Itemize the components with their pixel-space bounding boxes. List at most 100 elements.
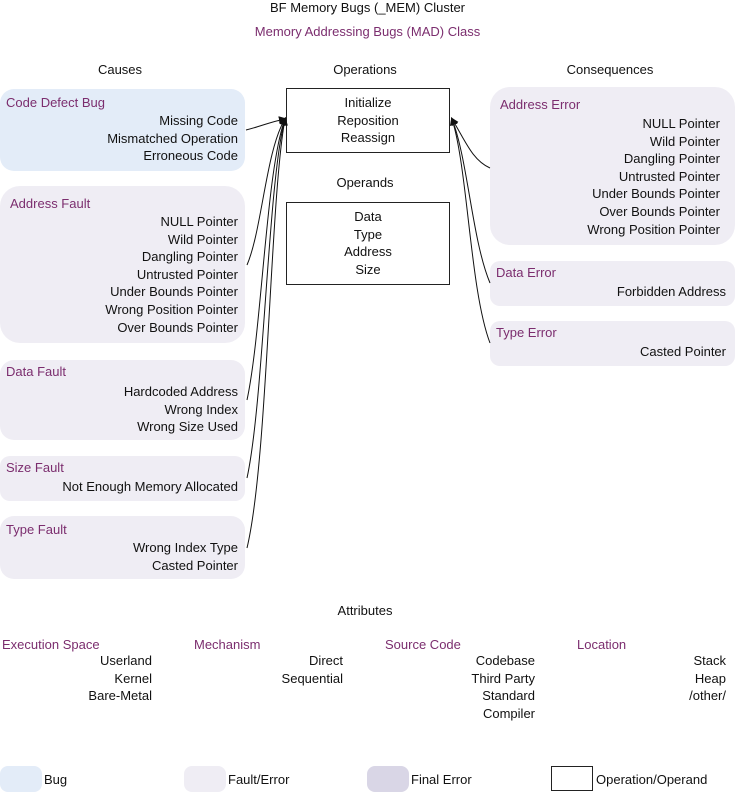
attribute-item: Stack xyxy=(693,653,726,668)
cause-items: Hardcoded Address Wrong Index Wrong Size… xyxy=(124,383,238,436)
consequence-item: Wrong Position Pointer xyxy=(587,221,720,237)
consequence-item: NULL Pointer xyxy=(642,116,720,131)
attribute-item: Sequential xyxy=(281,670,343,686)
arrow-size-fault-to-operations xyxy=(246,117,288,479)
consequence-items: NULL Pointer Wild Pointer Dangling Point… xyxy=(587,115,720,238)
legend-label-final-error: Final Error xyxy=(411,772,472,787)
operation-item: Initialize xyxy=(344,95,392,110)
attribute-source-code: Source Code Codebase Third Party Standar… xyxy=(385,637,535,722)
cause-item: Not Enough Memory Allocated xyxy=(62,479,238,494)
operations-header: Operations xyxy=(333,62,397,77)
consequence-item: Untrusted Pointer xyxy=(618,168,720,184)
attribute-execution-space: Execution Space Userland Kernel Bare-Met… xyxy=(2,637,152,705)
cause-item: Dangling Pointer xyxy=(141,249,238,265)
consequence-address-error: Address Error NULL Pointer Wild Pointer … xyxy=(490,87,735,245)
operand-item: Data xyxy=(354,209,382,224)
cause-item: Wild Pointer xyxy=(167,231,238,247)
attribute-item: Heap xyxy=(694,670,726,686)
attribute-name: Location xyxy=(577,637,627,652)
operand-item: Type xyxy=(353,226,383,242)
attribute-item: Compiler xyxy=(482,705,535,721)
cause-name: Size Fault xyxy=(6,460,64,475)
attributes-header: Attributes xyxy=(337,603,393,618)
cause-item: Missing Code xyxy=(159,113,238,128)
attribute-item: Bare-Metal xyxy=(88,688,152,704)
attribute-location: Location Stack Heap /other/ xyxy=(577,637,726,705)
operands-box: Data Type Address Size xyxy=(286,202,450,285)
cause-name: Address Fault xyxy=(10,196,91,211)
cause-name: Type Fault xyxy=(6,522,67,537)
cause-items: Not Enough Memory Allocated xyxy=(62,478,238,496)
legend-swatch-fault-error xyxy=(184,766,226,792)
consequence-name: Data Error xyxy=(496,265,556,280)
arrow-address-fault-to-operations xyxy=(246,117,287,266)
cause-item: Wrong Position Pointer xyxy=(105,301,238,317)
cause-item: Under Bounds Pointer xyxy=(110,284,238,300)
cause-code-defect-bug: Code Defect Bug Missing Code Mismatched … xyxy=(0,89,245,171)
cause-item: Untrusted Pointer xyxy=(136,266,238,282)
cause-name: Code Defect Bug xyxy=(6,95,106,110)
cause-item: Hardcoded Address xyxy=(123,384,238,399)
attribute-name: Source Code xyxy=(385,637,461,652)
attribute-mechanism: Mechanism Direct Sequential xyxy=(194,637,343,687)
cause-address-fault: Address Fault NULL Pointer Wild Pointer … xyxy=(0,186,245,343)
cause-size-fault: Size Fault Not Enough Memory Allocated xyxy=(0,456,245,501)
legend-swatch-bug xyxy=(0,766,42,792)
cause-item: Wrong Index Type xyxy=(132,540,238,555)
cause-data-fault: Data Fault Hardcoded Address Wrong Index… xyxy=(0,360,245,440)
attribute-items: Codebase Third Party Standard Compiler xyxy=(385,652,535,722)
consequence-data-error: Data Error Forbidden Address xyxy=(490,261,735,306)
cause-item: Mismatched Operation xyxy=(107,130,238,146)
attribute-items: Userland Kernel Bare-Metal xyxy=(2,652,152,705)
attribute-item: Userland xyxy=(99,653,152,668)
consequence-item: Over Bounds Pointer xyxy=(599,203,720,219)
diagram-title: BF Memory Bugs (_MEM) Cluster xyxy=(269,0,466,15)
attribute-item: Standard xyxy=(482,688,535,704)
attribute-name: Mechanism xyxy=(194,637,261,652)
cause-item: NULL Pointer xyxy=(160,214,238,229)
operand-item: Address xyxy=(344,244,392,260)
cause-item: Erroneous Code xyxy=(143,148,238,164)
causes-header: Causes xyxy=(97,62,143,77)
attribute-item: Direct xyxy=(309,653,343,668)
arrow-type-error-from-operations xyxy=(449,117,491,344)
attribute-item: Kernel xyxy=(114,670,152,686)
operands-header: Operands xyxy=(336,175,394,190)
legend-swatch-operation-operand xyxy=(551,766,593,791)
consequence-item: Wild Pointer xyxy=(649,133,720,149)
operations-box: Initialize Reposition Reassign xyxy=(286,88,450,153)
legend-label-bug: Bug xyxy=(44,772,68,787)
consequence-name: Address Error xyxy=(500,97,581,112)
cause-item: Wrong Size Used xyxy=(137,419,238,435)
arrow-code-defect-to-operations xyxy=(245,116,287,131)
legend-swatch-final-error xyxy=(367,766,409,792)
consequence-item: Under Bounds Pointer xyxy=(592,186,720,202)
attribute-items: Stack Heap /other/ xyxy=(577,652,726,705)
diagram-subtitle: Memory Addressing Bugs (MAD) Class xyxy=(254,24,481,39)
consequence-type-error: Type Error Casted Pointer xyxy=(490,321,735,366)
cause-items: Missing Code Mismatched Operation Errone… xyxy=(107,112,238,165)
attribute-items: Direct Sequential xyxy=(194,652,343,687)
cause-item: Wrong Index xyxy=(164,401,238,417)
legend-label-operation-operand: Operation/Operand xyxy=(596,772,708,787)
attribute-name: Execution Space xyxy=(2,637,100,652)
consequence-name: Type Error xyxy=(496,325,557,340)
arrow-data-fault-to-operations xyxy=(246,117,287,401)
cause-items: Wrong Index Type Casted Pointer xyxy=(133,539,238,574)
cause-name: Data Fault xyxy=(6,364,66,379)
attribute-item: Third Party xyxy=(471,670,535,686)
operation-item: Reassign xyxy=(340,130,396,146)
operand-item: Size xyxy=(355,261,381,277)
attribute-item: Codebase xyxy=(475,653,535,668)
legend-label-fault-error: Fault/Error xyxy=(228,772,290,787)
cause-type-fault: Type Fault Wrong Index Type Casted Point… xyxy=(0,516,245,579)
attribute-item: /other/ xyxy=(689,688,726,704)
consequence-items: Forbidden Address xyxy=(617,283,726,301)
arrow-type-fault-to-operations xyxy=(246,117,288,549)
operation-item: Reposition xyxy=(337,112,399,128)
cause-item: Over Bounds Pointer xyxy=(117,319,238,335)
consequence-item: Dangling Pointer xyxy=(623,151,720,167)
arrow-data-error-from-operations xyxy=(450,117,491,284)
consequence-items: Casted Pointer xyxy=(640,343,726,361)
